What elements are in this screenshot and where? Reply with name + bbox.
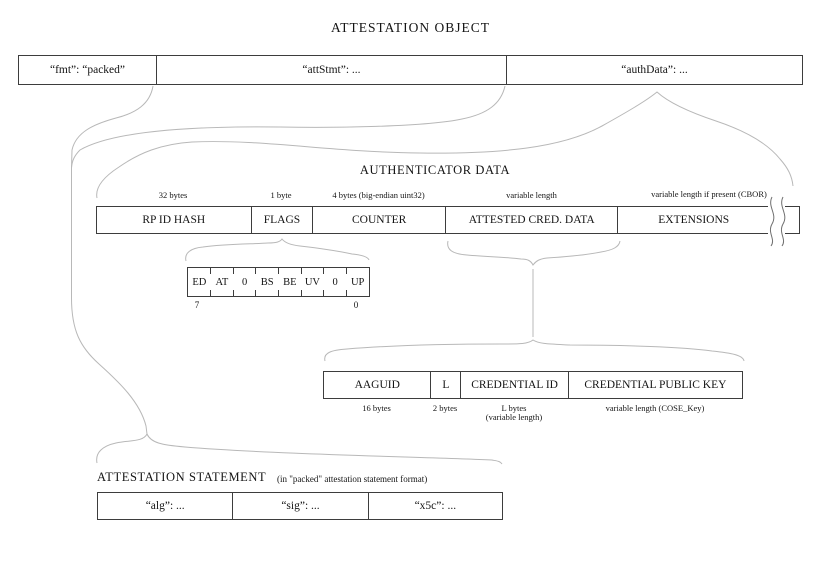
attested-cred-data-underbrace: [447, 240, 621, 266]
rp-id-hash-cell: RP ID HASH: [142, 214, 206, 226]
flags-bit-up: UP: [345, 268, 369, 296]
length-size-label: 2 bytes: [432, 403, 458, 413]
flags-cell: FLAGS: [250, 207, 313, 233]
flags-brace: [185, 238, 370, 262]
attested-cred-data-size-label: variable length: [506, 190, 557, 200]
attested-cred-data-brace: [324, 339, 745, 362]
sig-cell: “sig”: ...: [232, 493, 367, 519]
bit-0-label: 0: [353, 300, 359, 310]
attested-cred-data-cell: ATTESTED CRED. DATA: [444, 207, 617, 233]
attestation-statement-format-note: (in "packed" attestation statement forma…: [277, 474, 428, 484]
fmt-cell: “fmt”: “packed”: [49, 64, 126, 76]
credential-id-cell: CREDENTIAL ID: [460, 372, 567, 398]
flags-bit-at: AT: [210, 268, 234, 296]
credential-public-key-cell: CREDENTIAL PUBLIC KEY: [567, 372, 742, 398]
attstmt-funnel-left-curve: [71, 85, 154, 169]
credential-id-length-cell: L: [430, 372, 460, 398]
flags-bits-box: ED AT 0 BS BE UV 0 UP: [187, 267, 370, 297]
attested-credential-data-row: AAGUID L CREDENTIAL ID CREDENTIAL PUBLIC…: [323, 371, 743, 399]
attstmt-funnel-smile-curve: [71, 85, 506, 169]
attstmt-cell: “attStmt”: ...: [156, 56, 506, 84]
flags-bit-rfu5: 0: [232, 268, 256, 296]
counter-size-label: 4 bytes (big-endian uint32): [332, 190, 425, 200]
extensions-size-label: variable length if present (CBOR): [651, 189, 767, 199]
flags-size-label: 1 byte: [270, 190, 292, 200]
counter-cell: COUNTER: [312, 207, 445, 233]
extensions-cell: EXTENSIONS: [617, 207, 799, 233]
attestation-statement-heading: ATTESTATION STATEMENT: [97, 470, 267, 484]
attestation-statement-row: “alg”: ... “sig”: ... “x5c”: ...: [97, 492, 503, 520]
aaguid-cell: AAGUID: [354, 379, 400, 391]
attestation-object-row: “fmt”: “packed” “attStmt”: ... “authData…: [18, 55, 803, 85]
bit-7-label: 7: [194, 300, 200, 310]
rp-id-hash-size-label: 32 bytes: [158, 190, 188, 200]
credential-id-size-note: (variable length): [485, 412, 543, 422]
authenticator-data-brace: [96, 91, 794, 199]
flags-bit-be: BE: [278, 268, 302, 296]
authenticator-data-heading: AUTHENTICATOR DATA: [359, 163, 511, 177]
x5c-cell: “x5c”: ...: [367, 493, 502, 519]
flags-bit-uv: UV: [300, 268, 324, 296]
authdata-cell: “authData”: ...: [506, 56, 802, 84]
alg-cell: “alg”: ...: [145, 500, 185, 512]
flags-bit-rfu1: 0: [323, 268, 347, 296]
flags-bit-bs: BS: [255, 268, 279, 296]
credential-public-key-size-label: variable length (COSE_Key): [605, 403, 705, 413]
attestation-statement-brace: [96, 432, 503, 465]
authenticator-data-row: RP ID HASH FLAGS COUNTER ATTESTED CRED. …: [96, 206, 800, 234]
diagram-title: ATTESTATION OBJECT: [330, 20, 491, 35]
credential-id-size-label: L bytes: [501, 403, 527, 413]
flags-bit-ed: ED: [192, 276, 207, 288]
aaguid-size-label: 16 bytes: [362, 403, 391, 413]
